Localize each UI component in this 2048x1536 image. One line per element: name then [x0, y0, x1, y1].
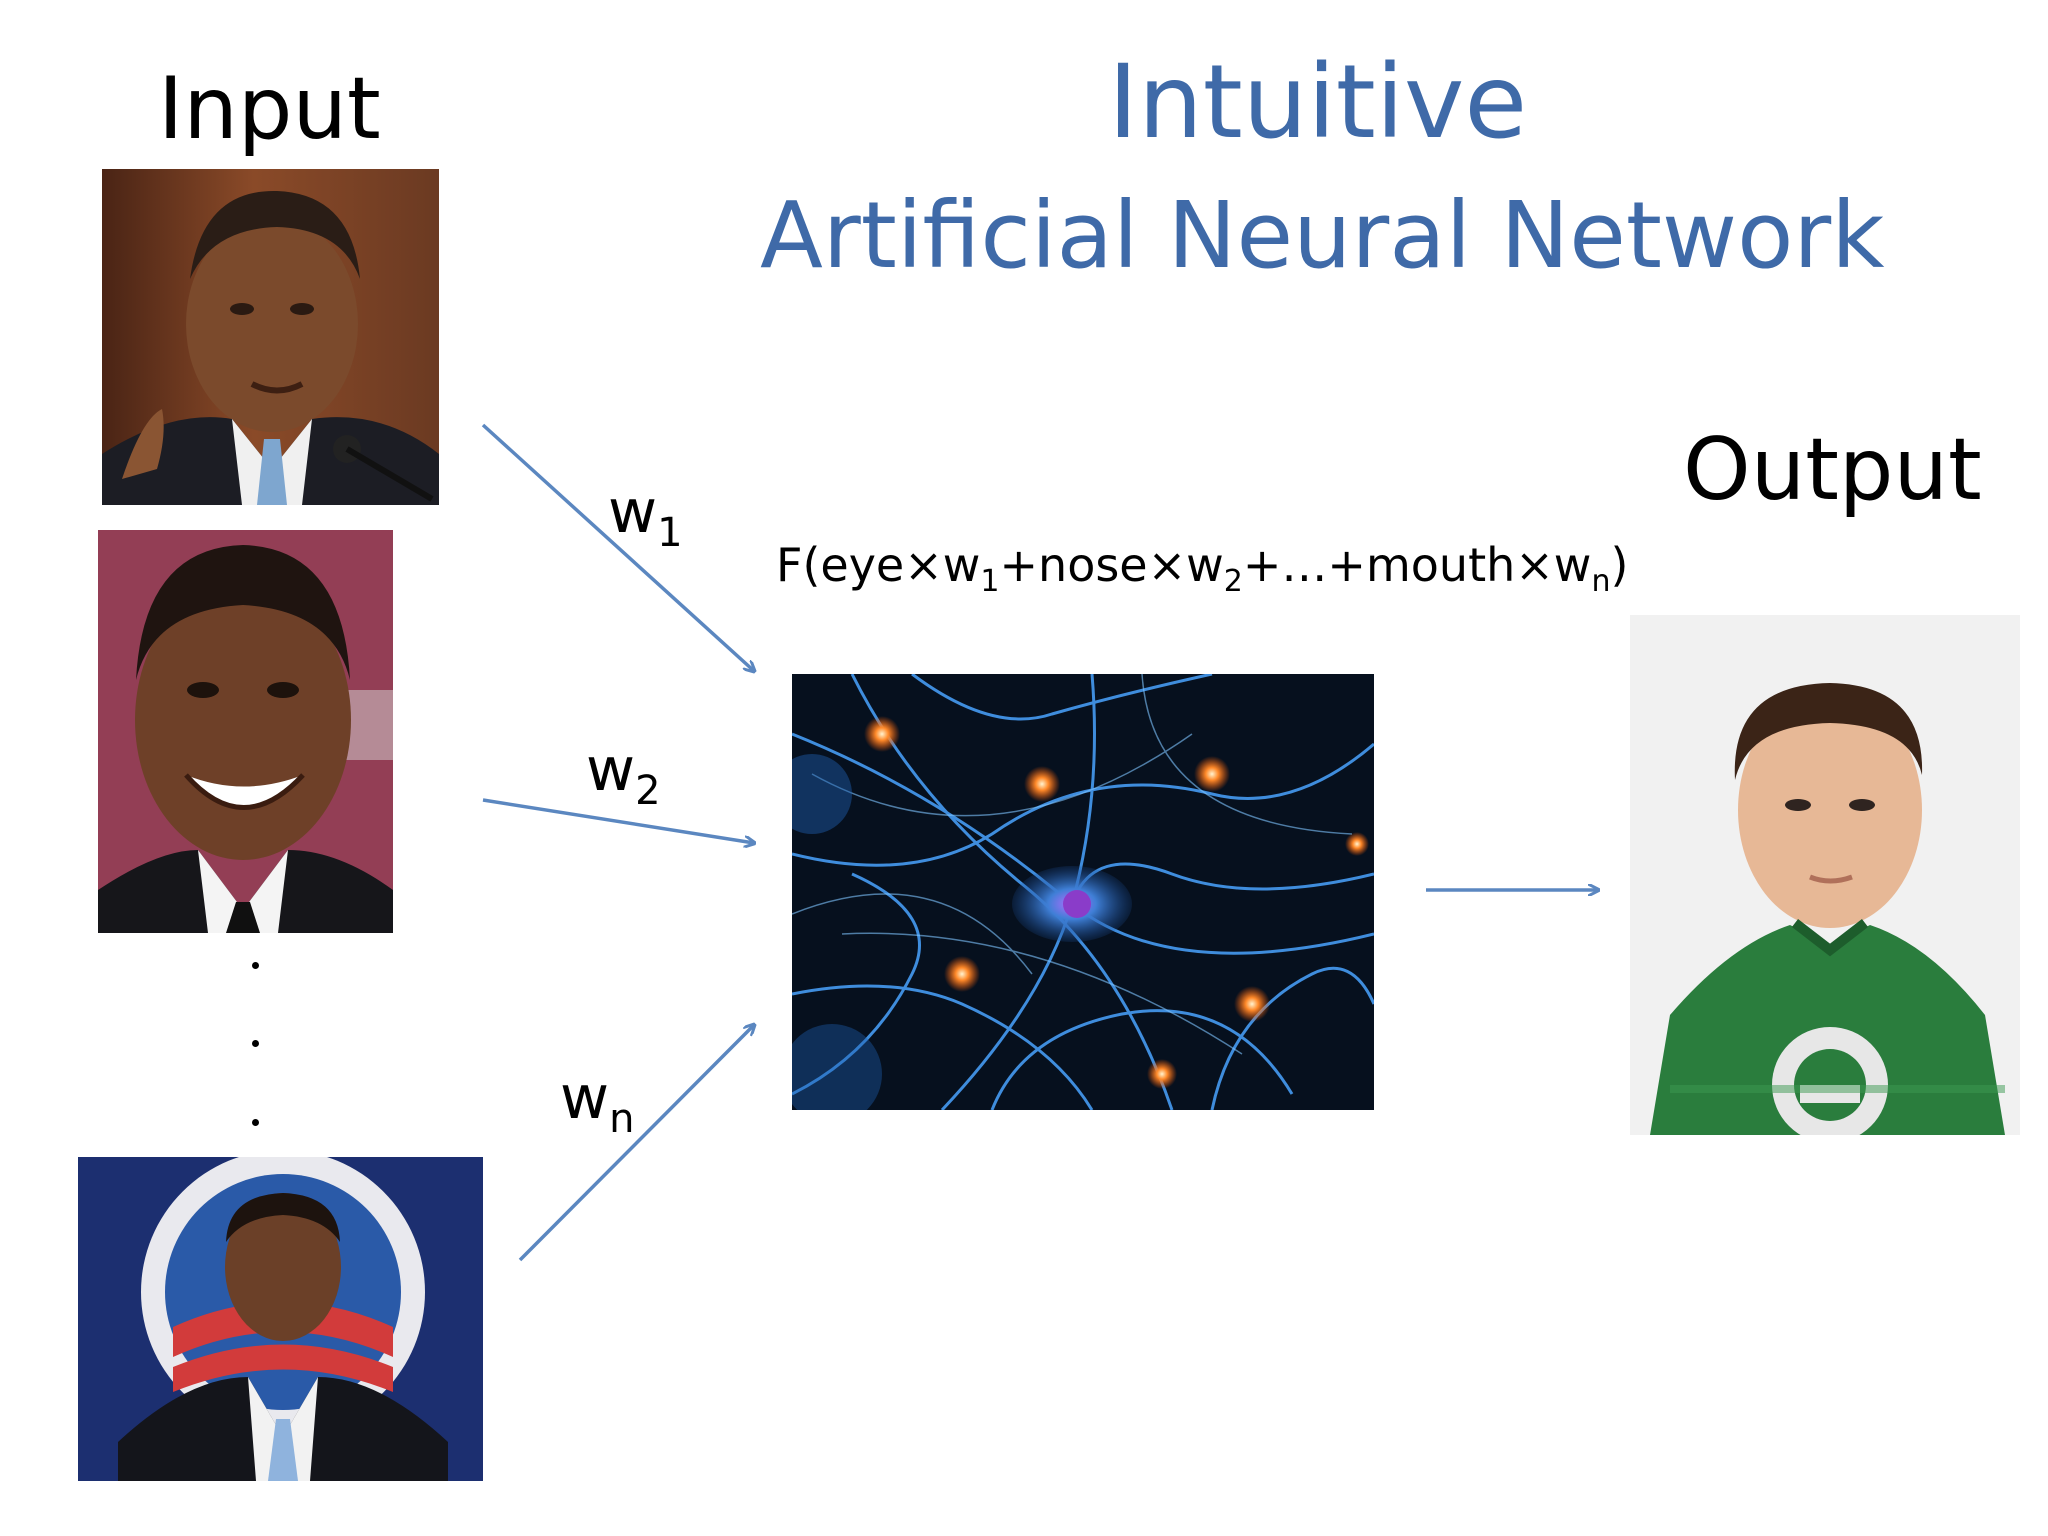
- ellipsis-dot-3: [252, 1119, 259, 1126]
- portrait-illustration-2: [98, 530, 393, 933]
- weight-label-w1: w1: [608, 482, 683, 553]
- output-photo: [1630, 615, 2020, 1135]
- portrait-illustration-3: [78, 1157, 483, 1481]
- neural-network-image: [792, 674, 1374, 1110]
- arrow-wn: [520, 1025, 754, 1260]
- weight-label-w2: w2: [586, 740, 661, 811]
- portrait-illustration-1: [102, 169, 439, 505]
- ellipsis-dot-1: [252, 962, 259, 969]
- neurons-illustration: [792, 674, 1374, 1110]
- input-label: Input: [158, 66, 381, 152]
- input-photo-2: [98, 530, 393, 933]
- slide-title: Intuitive: [1108, 52, 1527, 154]
- ellipsis-dot-2: [252, 1040, 259, 1047]
- input-photo-3: [78, 1157, 483, 1481]
- slide-subtitle: Artificial Neural Network: [760, 190, 1885, 282]
- input-photo-1: [102, 169, 439, 505]
- activation-formula: F(eye×w1+nose×w2+…+mouth×wn): [776, 542, 1628, 597]
- weight-label-wn: wn: [560, 1068, 634, 1139]
- output-label: Output: [1683, 427, 1982, 513]
- portrait-illustration-4: [1630, 615, 2020, 1135]
